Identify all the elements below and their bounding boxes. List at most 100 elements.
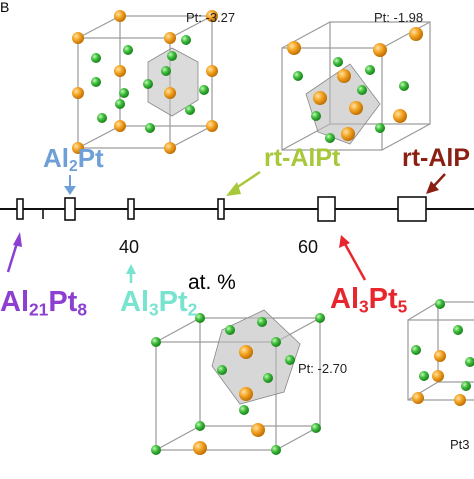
al-atom bbox=[411, 345, 421, 355]
phase-arrows bbox=[6, 170, 446, 283]
al-atom bbox=[145, 123, 155, 133]
al-atom bbox=[257, 317, 267, 327]
pt-atom bbox=[454, 394, 466, 406]
al-atom bbox=[217, 365, 227, 375]
al-atom bbox=[115, 99, 125, 109]
al-atom bbox=[263, 373, 273, 383]
pt-value-bottom-mid: Pt: -2.70 bbox=[298, 361, 348, 376]
phase-label-rt-alpt: rt-AlPt bbox=[264, 144, 341, 172]
pt-atom bbox=[251, 423, 265, 437]
pt-atom bbox=[337, 69, 351, 83]
al-atom bbox=[333, 57, 343, 67]
pt-value-bottom-right: Pt3 bbox=[450, 437, 470, 452]
arrow-al3pt2 bbox=[126, 264, 136, 283]
pt-atom bbox=[393, 109, 407, 123]
cell-edge bbox=[381, 21, 431, 49]
pt-atom bbox=[164, 142, 176, 154]
al-atom bbox=[91, 53, 101, 63]
al-atom bbox=[311, 111, 321, 121]
al-atom bbox=[195, 313, 205, 323]
al-atom bbox=[119, 88, 129, 98]
pt-atom bbox=[72, 32, 84, 44]
pt-atom bbox=[164, 87, 176, 99]
al-atom bbox=[199, 85, 209, 95]
cell-edge bbox=[169, 125, 213, 149]
cell-edge bbox=[437, 301, 474, 383]
al-atom bbox=[97, 113, 107, 123]
al-atom bbox=[195, 421, 205, 431]
cell-edge bbox=[155, 317, 201, 343]
pt-atom bbox=[206, 10, 218, 22]
al-atom bbox=[419, 371, 429, 381]
al-atom bbox=[239, 405, 249, 415]
al-atom bbox=[123, 45, 133, 55]
al-atom bbox=[435, 299, 445, 309]
arrow-rt-alpt-right bbox=[426, 173, 446, 194]
arrow-rt-alpt bbox=[226, 170, 261, 196]
al-atom bbox=[225, 325, 235, 335]
panel-letter: B bbox=[0, 0, 10, 15]
cell-edge bbox=[407, 319, 474, 401]
phase-label-al2pt: Al2Pt bbox=[43, 143, 104, 175]
phase-label-al3pt5: Al3Pt5 bbox=[330, 283, 408, 317]
al-atom bbox=[375, 123, 385, 133]
marker-al3pt5 bbox=[317, 196, 336, 222]
al-atom bbox=[143, 79, 153, 89]
al-atom bbox=[325, 133, 335, 143]
pt-atom bbox=[409, 27, 423, 41]
crystal-rt-alpt bbox=[281, 21, 431, 151]
arrow-al21pt8 bbox=[6, 232, 22, 273]
al-atom bbox=[311, 423, 321, 433]
cell-edge bbox=[407, 301, 439, 321]
pt-atom bbox=[72, 142, 84, 154]
pt-atom bbox=[239, 387, 253, 401]
al-atom bbox=[399, 81, 409, 91]
pt-atom bbox=[373, 43, 387, 57]
marker-rt-alpt-right bbox=[397, 196, 427, 222]
crystal-al2pt bbox=[72, 10, 218, 154]
crystal-structures bbox=[72, 10, 474, 455]
cell-edge bbox=[381, 123, 431, 151]
pt-value-top-right: Pt: -1.98 bbox=[374, 10, 424, 25]
crystal-al3pt2 bbox=[151, 309, 325, 455]
pt-atom bbox=[206, 120, 218, 132]
al-atom bbox=[91, 77, 101, 87]
al-atom bbox=[181, 35, 191, 45]
al-atom bbox=[465, 357, 474, 367]
phase-label-rt-alpt-right: rt-AlP bbox=[402, 144, 471, 172]
tick-label-60: 60 bbox=[298, 237, 319, 257]
al-atom bbox=[271, 337, 281, 347]
al-atom bbox=[357, 85, 367, 95]
al-atom bbox=[315, 313, 325, 323]
axis-label: at. % bbox=[188, 271, 236, 294]
pt-atom bbox=[349, 101, 363, 115]
pt-atom bbox=[206, 65, 218, 77]
pt-atom bbox=[313, 91, 327, 105]
cell-edge bbox=[155, 425, 201, 451]
coordination-polyhedron bbox=[147, 47, 199, 117]
al-atom bbox=[365, 65, 375, 75]
al-atom bbox=[185, 105, 195, 115]
composition-axis bbox=[0, 196, 474, 222]
cell-edge bbox=[155, 341, 277, 451]
al-atom bbox=[461, 381, 471, 391]
arrow-al3pt5 bbox=[339, 235, 367, 281]
al-atom bbox=[285, 355, 295, 365]
marker-al21pt8 bbox=[16, 198, 24, 220]
marker-rt-alpt bbox=[217, 198, 225, 220]
coordination-polyhedron bbox=[305, 63, 381, 145]
pt-atom bbox=[114, 120, 126, 132]
pt-atom bbox=[72, 87, 84, 99]
coordination-polyhedron bbox=[211, 309, 301, 405]
arrow-al2pt bbox=[64, 175, 76, 195]
phase-label-al3pt2: Al3Pt2 bbox=[120, 286, 198, 320]
al-atom bbox=[151, 337, 161, 347]
marker-al2pt bbox=[64, 197, 76, 221]
pt-atom bbox=[434, 350, 446, 362]
phase-label-al21pt8: Al21Pt8 bbox=[0, 286, 88, 320]
cell-edge bbox=[77, 15, 121, 39]
tick-label-40: 40 bbox=[119, 237, 140, 257]
pt-atom bbox=[164, 32, 176, 44]
